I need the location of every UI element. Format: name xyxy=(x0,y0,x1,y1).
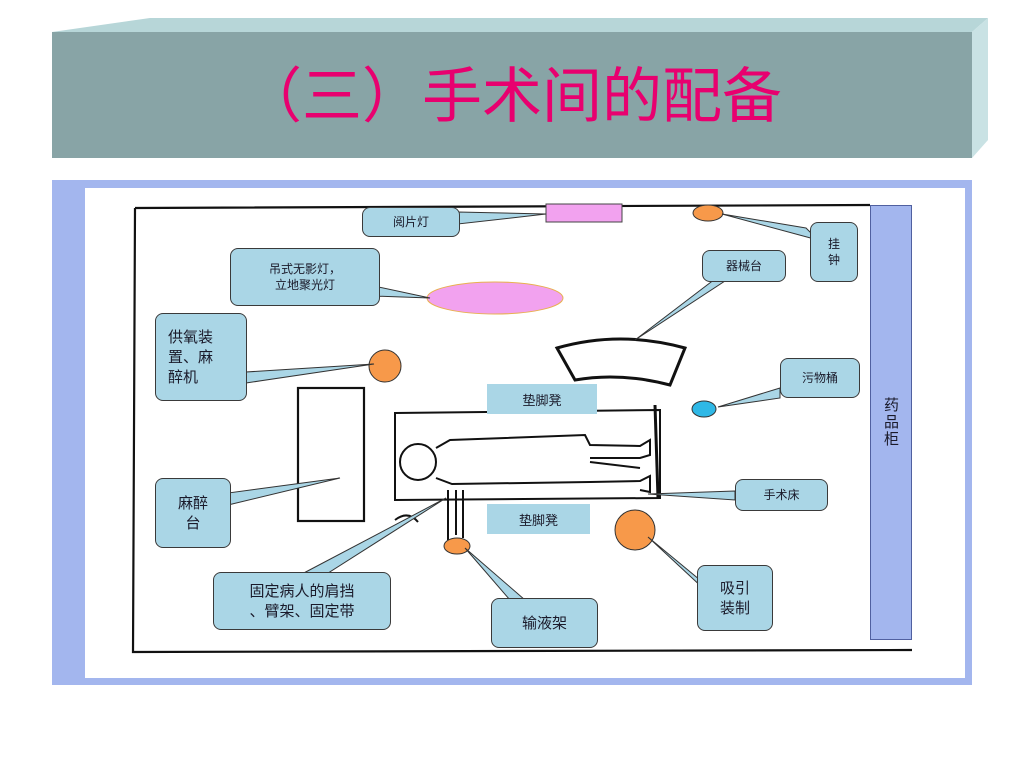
suction-label: 吸引 装制 xyxy=(697,565,773,631)
wall-clock-label: 挂 钟 xyxy=(810,222,858,282)
instrument-table-shape xyxy=(554,337,688,387)
banner-top-face xyxy=(52,18,988,32)
operating-table-label: 手术床 xyxy=(735,479,828,511)
shadowless-lamp-label: 吊式无影灯， 立地聚光灯 xyxy=(230,248,380,306)
patient-figure xyxy=(394,433,651,540)
title-banner xyxy=(52,18,988,158)
anesthesia-table-shape xyxy=(296,386,366,523)
page-title: （三）手术间的配备 xyxy=(242,62,782,132)
iv-stand-label: 输液架 xyxy=(491,598,598,648)
medicine-cabinet: 药品柜 xyxy=(870,205,912,640)
shadowless-lamp-shape xyxy=(426,281,564,315)
callout-pointers xyxy=(227,211,820,601)
operating-table-end xyxy=(653,404,660,499)
film-viewer-label: 阅片灯 xyxy=(362,207,460,237)
footstool-bottom-label: 垫脚凳 xyxy=(487,504,590,534)
anesthesia-table-label: 麻醉 台 xyxy=(155,478,231,548)
instrument-table-label: 器械台 xyxy=(702,250,786,282)
film-viewer-shape xyxy=(545,203,623,223)
iv-stand-shape xyxy=(443,537,471,555)
medicine-cabinet-label: 药品柜 xyxy=(882,397,900,448)
oxygen-anesthesia-label: 供氧装 置、麻 醉机 xyxy=(155,313,247,401)
room-outline xyxy=(131,203,913,654)
waste-bin-label: 污物桶 xyxy=(780,358,860,398)
fixation-label: 固定病人的肩挡 、臂架、固定带 xyxy=(213,572,391,630)
oxygen-device-shape xyxy=(368,349,402,383)
wall-clock-shape xyxy=(692,204,724,222)
banner-side-face xyxy=(972,18,988,158)
suction-shape xyxy=(614,509,656,551)
banner-front-face xyxy=(52,32,972,158)
footstool-top-label: 垫脚凳 xyxy=(487,384,597,414)
waste-bin-shape xyxy=(691,400,717,418)
